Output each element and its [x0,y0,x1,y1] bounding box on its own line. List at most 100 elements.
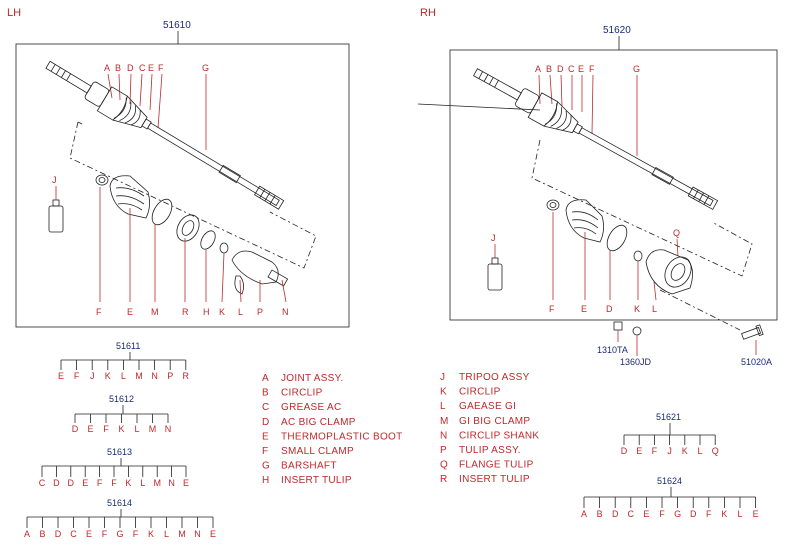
legend-desc: BARSHAFT [281,461,337,472]
kit-number: 51624 [657,476,682,486]
rh-q-label: Q [673,228,680,238]
legend-desc: INSERT TULIP [281,475,352,486]
kit-letter: L [134,424,139,434]
kit-letter: K [148,529,154,539]
kit-letter: E [82,478,88,488]
kit-number: 51613 [107,447,132,457]
lh-top-letters: A B D C E F G [104,63,209,73]
kit-number: 51612 [109,394,134,404]
svg-text:L: L [652,304,657,314]
kit-letter: M [149,424,157,434]
kit-letter: D [612,509,619,519]
kit-letter: L [697,446,702,456]
svg-text:B: B [546,64,552,74]
svg-text:M: M [151,307,159,317]
svg-text:K: K [219,307,225,317]
rh-bottom-letters: F E D K L [549,304,657,314]
rh-j-label: J [491,233,496,243]
kit-letter: F [659,509,665,519]
svg-text:E: E [578,64,584,74]
lh-shaft-assembly [45,60,285,210]
svg-text:E: E [581,304,587,314]
legend-key: D [262,417,270,428]
legend-key: M [440,416,449,427]
kit-letter: R [183,371,190,381]
kit-letter: D [621,446,628,456]
kit-letter: B [597,509,603,519]
legend-desc: JOINT ASSY. [281,373,343,384]
svg-text:L: L [238,307,243,317]
svg-text:N: N [282,307,289,317]
kit-letter: L [737,509,742,519]
legend-desc: GAEASE GI [459,401,516,412]
rh-part-1360jd: 1360JD [620,357,652,367]
kit-letter: K [105,371,111,381]
svg-text:D: D [606,304,613,314]
kit-letter: C [70,529,77,539]
rh-part-1310ta: 1310TA [597,345,628,355]
lh-letter-b: B [115,63,121,73]
svg-text:G: G [633,64,640,74]
kit-letter: E [753,509,759,519]
kit-letter: J [90,371,95,381]
lh-letter-c: C [139,63,146,73]
lh-letter-g: G [202,63,209,73]
lh-side-label: LH [7,7,21,19]
kit-letter: Q [712,446,719,456]
kit-letter: E [210,529,216,539]
kit-letter: F [103,424,109,434]
kit-letter: C [39,478,46,488]
svg-text:E: E [127,307,133,317]
legend-key: L [440,401,446,412]
kit-letter: G [116,529,123,539]
rh-part-51020a: 51020A [741,357,772,367]
rh-frame [449,49,778,321]
kit-letter: N [168,478,175,488]
lh-j-label: J [52,175,57,185]
kit-letter: J [667,446,672,456]
kit-letter: B [39,529,45,539]
kit-letter: D [53,478,60,488]
legend-key: C [262,402,270,413]
legend-key: A [262,373,269,384]
svg-text:P: P [257,307,263,317]
legend-key: H [262,475,270,486]
svg-text:F: F [589,64,595,74]
kit-number: 51614 [107,498,132,508]
kit-letter: N [165,424,172,434]
kit-letter: M [135,371,143,381]
svg-text:D: D [557,64,564,74]
rh-part-number: 51620 [603,25,631,36]
legend-key: P [440,445,447,456]
legend-key: N [440,430,448,441]
kit-letter: P [167,371,173,381]
kit-letter: F [74,371,80,381]
kit-letter: D [72,424,79,434]
legend-desc: CIRCLIP [459,387,501,398]
legend-desc: SMALL CLAMP [281,446,354,457]
legend-desc: FLANGE TULIP [459,460,534,471]
kit-letter: M [178,529,186,539]
legend-key: E [262,431,269,442]
svg-text:H: H [203,307,210,317]
rh-top-letters: A B D C E F G [535,64,640,74]
kit-letter: D [690,509,697,519]
kit-letter: N [194,529,201,539]
kit-letter: L [140,478,145,488]
kit-letter: F [97,478,103,488]
kit-letter: K [125,478,131,488]
kit-letter: E [643,509,649,519]
kit-letter: A [24,529,30,539]
kit-letter: F [133,529,139,539]
legend-desc: AC BIG CLAMP [281,417,356,428]
kit-letter: E [58,371,64,381]
svg-text:F: F [96,307,102,317]
svg-text:R: R [182,307,189,317]
